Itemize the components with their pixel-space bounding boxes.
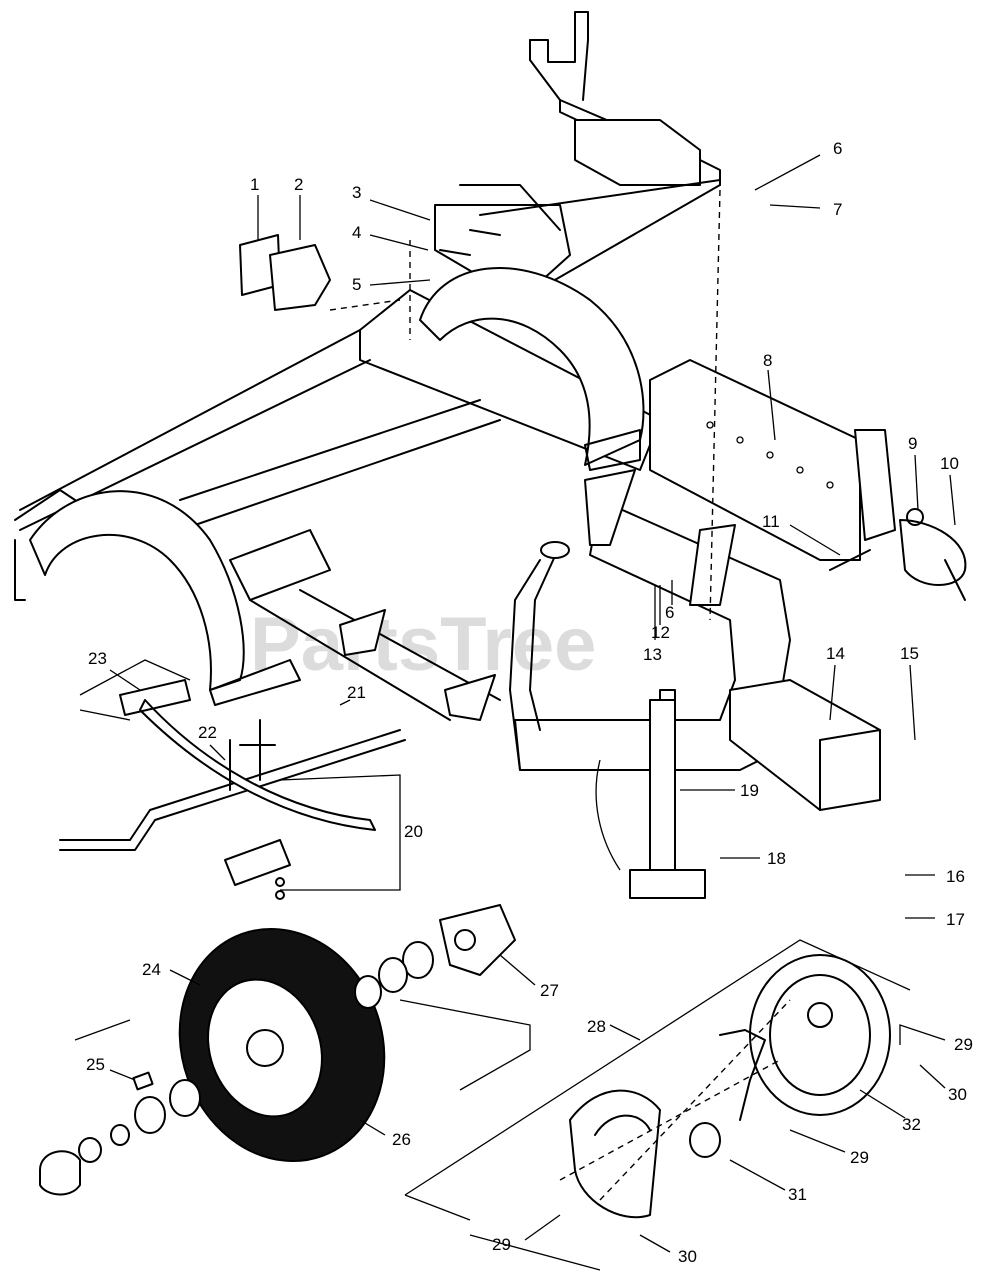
callout-25: 25: [86, 1055, 105, 1074]
callout-2: 2: [294, 175, 303, 194]
callout-4: 4: [352, 223, 361, 242]
bolt-11: [829, 549, 871, 571]
callout-31: 31: [788, 1185, 807, 1204]
callout-5: 5: [352, 275, 361, 294]
callout-32: 32: [902, 1115, 921, 1134]
tongue-jack: [595, 689, 706, 899]
callout-14: 14: [826, 644, 845, 663]
callout-6-top: 6: [833, 139, 842, 158]
brake-backing-plate: [749, 954, 891, 1116]
callout-26: 26: [392, 1130, 411, 1149]
callout-16: 16: [946, 867, 965, 886]
callout-13: 13: [643, 645, 662, 664]
tongue-tube: [339, 469, 791, 771]
callout-27: 27: [540, 981, 559, 1000]
callout-23: 23: [88, 649, 107, 668]
callout-9: 9: [908, 434, 917, 453]
callout-24: 24: [142, 960, 161, 979]
callout-7: 7: [833, 200, 842, 219]
callout-labels: 1 2 3 4 5 6 7 8 9 10 11 6 12 13 14 15 16…: [86, 139, 973, 1266]
axle-spring-assembly: [59, 679, 406, 900]
callout-29-right: 29: [954, 1035, 973, 1054]
callout-10: 10: [940, 454, 959, 473]
tail-light: [239, 234, 331, 311]
callout-17: 17: [946, 910, 965, 929]
hub: [439, 904, 516, 976]
callout-15: 15: [900, 644, 919, 663]
tire-wheel: [178, 927, 386, 1163]
callout-29-mid: 29: [850, 1148, 869, 1167]
leader-lines: [109, 154, 956, 1253]
callout-3: 3: [352, 183, 361, 202]
watermark: PartsTree: [250, 602, 596, 687]
callout-28: 28: [587, 1017, 606, 1036]
brake-lever: [689, 1029, 766, 1158]
alignment-lines: [329, 189, 791, 1201]
exploded-frames: [74, 659, 911, 1271]
coupler: [899, 508, 967, 601]
callout-11: 11: [762, 512, 780, 531]
hitch-bar: [649, 359, 896, 561]
callout-20: 20: [404, 822, 423, 841]
fender-right: [419, 266, 645, 471]
callout-21: 21: [347, 683, 366, 702]
callout-18: 18: [767, 849, 786, 868]
callout-1: 1: [250, 175, 259, 194]
brake-shoes: [569, 1089, 661, 1219]
callout-22: 22: [198, 723, 217, 742]
top-bracket: [434, 11, 721, 301]
callout-29-left: 29: [492, 1235, 511, 1254]
callout-8: 8: [763, 351, 772, 370]
callout-30-bottom: 30: [678, 1247, 697, 1266]
callout-12: 12: [651, 623, 670, 642]
receiver-tube: [729, 679, 881, 811]
callout-6-mid: 6: [665, 603, 674, 622]
fender-left: [29, 490, 301, 706]
bearings: [39, 941, 434, 1196]
callout-30-right: 30: [948, 1085, 967, 1104]
callout-19: 19: [740, 781, 759, 800]
